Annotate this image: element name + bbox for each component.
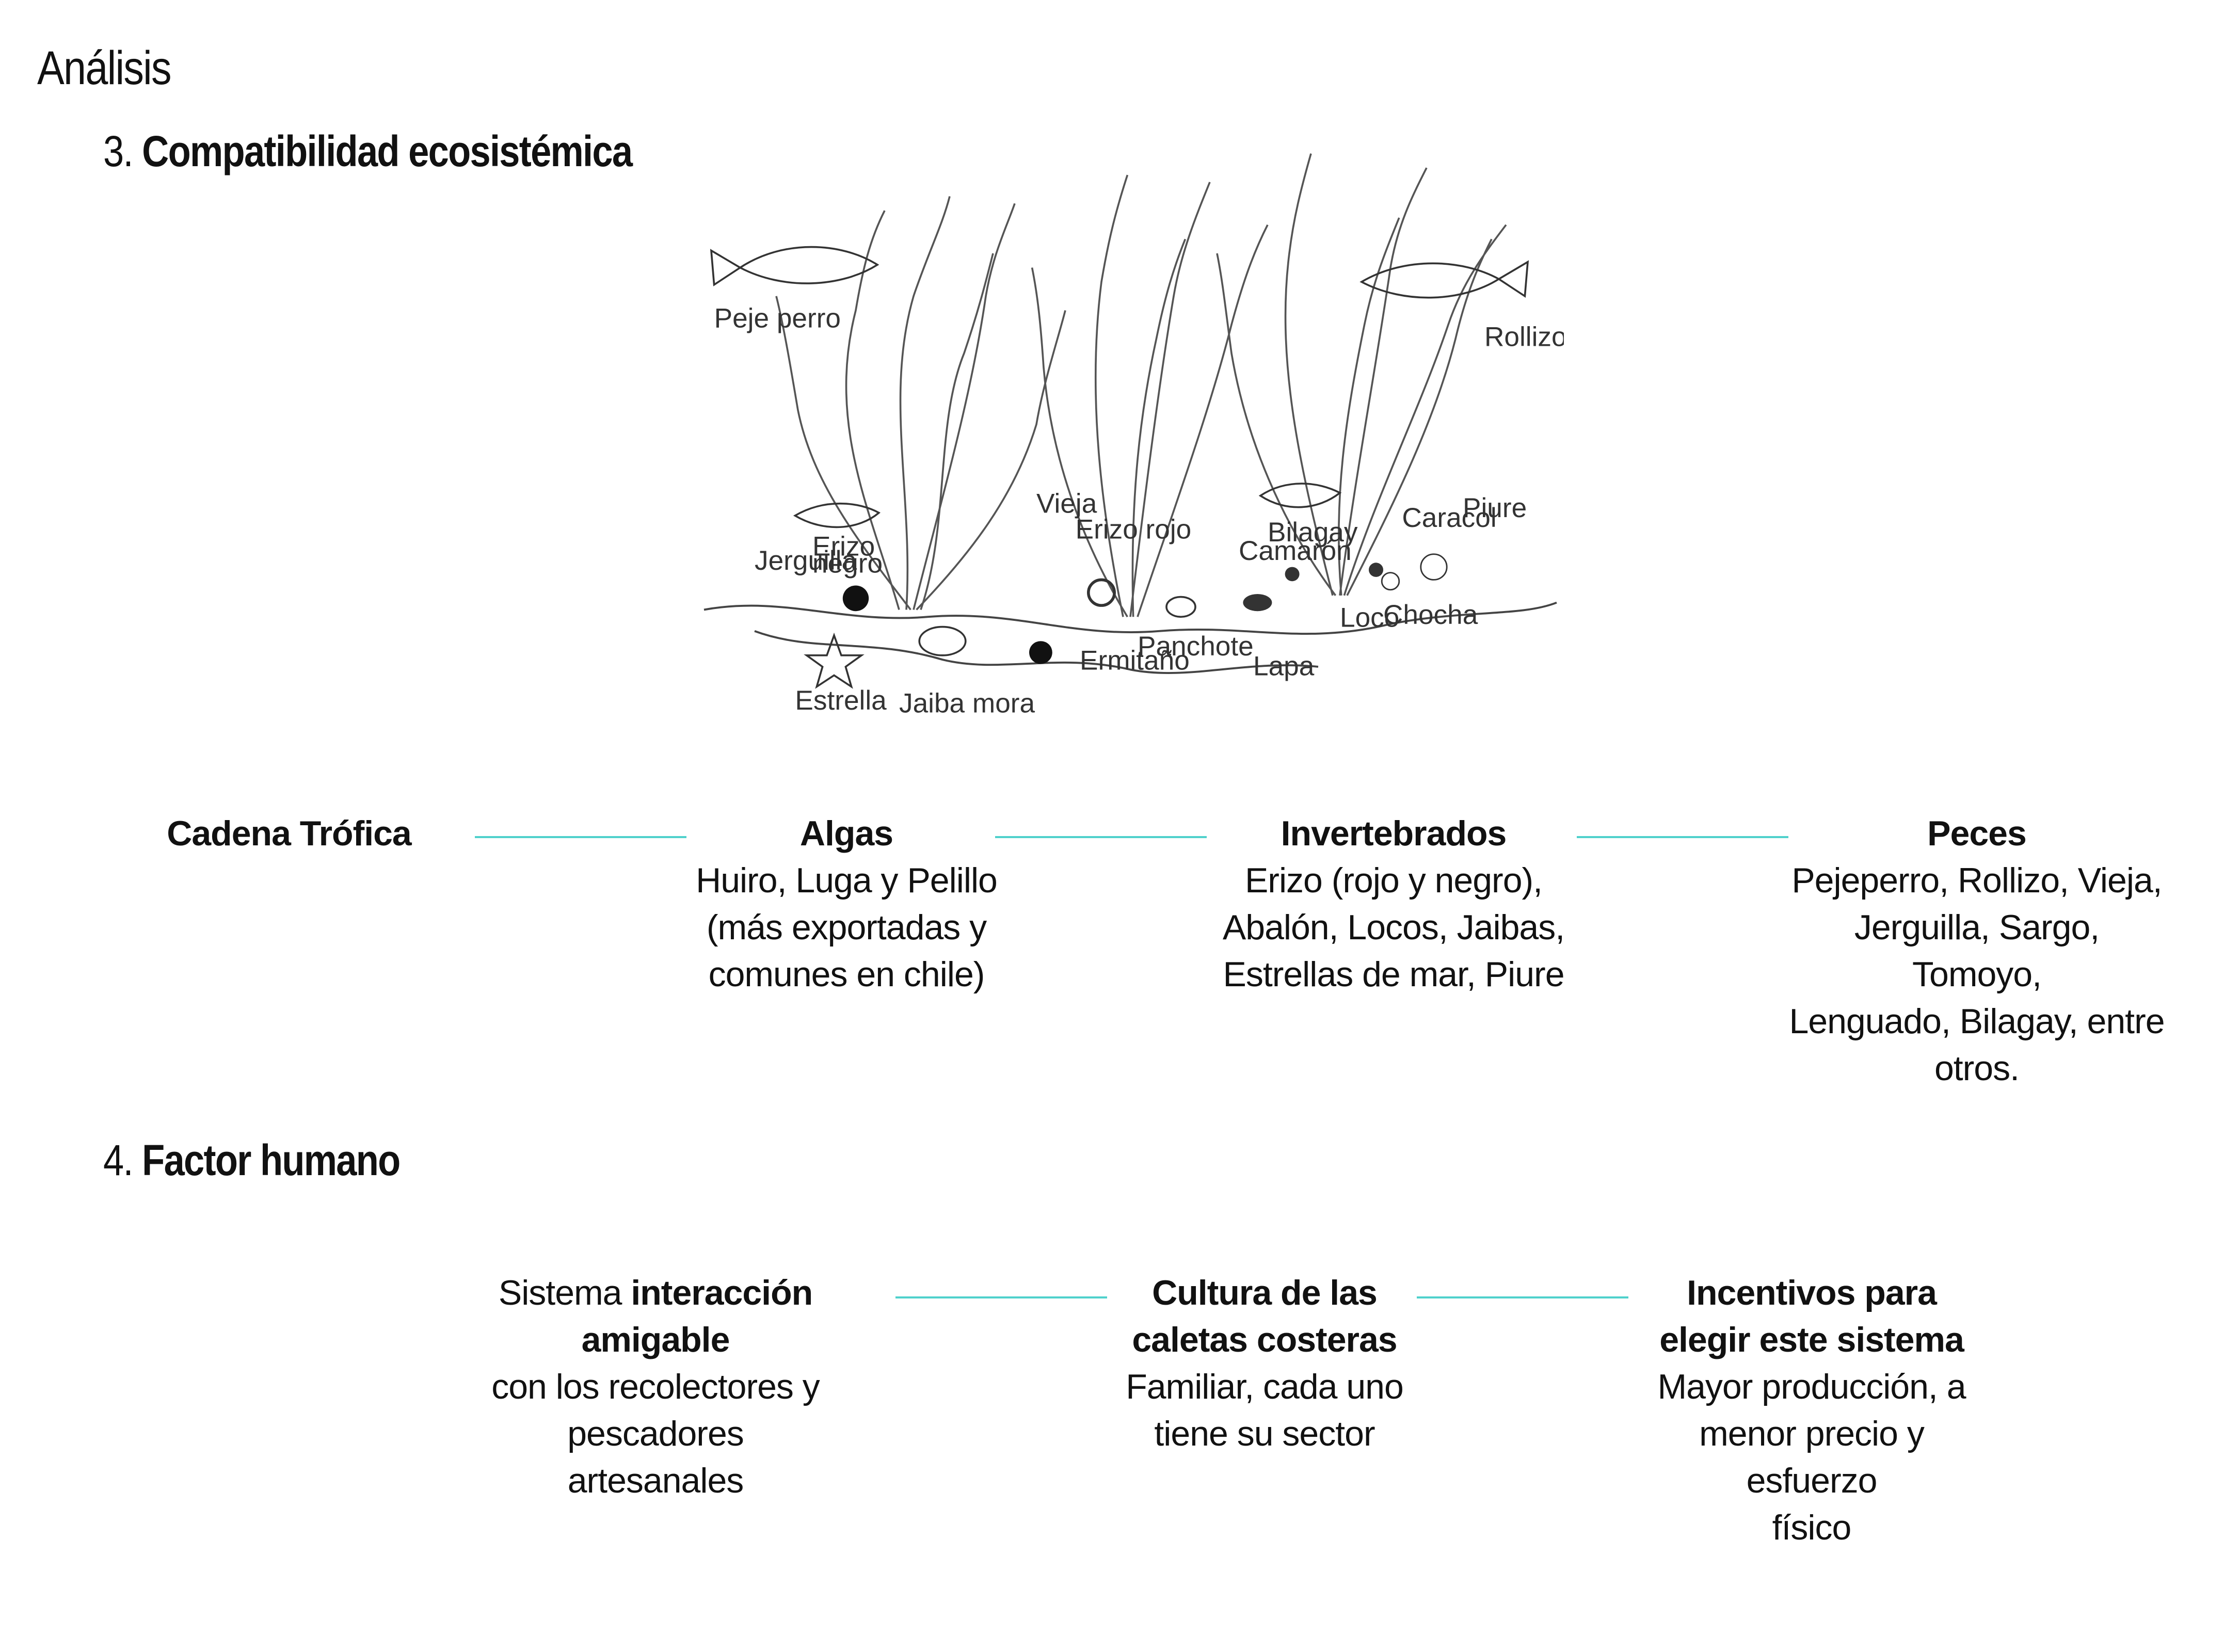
chain-connector-2 <box>995 836 1207 838</box>
kelp-fronds <box>775 153 1507 618</box>
section-3-heading: Compatibilidad ecosistémica <box>142 127 633 175</box>
section-4-title: 4. Factor humano <box>103 1135 401 1185</box>
label-caracol: Caracol <box>1402 503 1496 534</box>
label-jaiba-mora: Jaiba mora <box>899 688 1035 719</box>
section-3-title: 3. Compatibilidad ecosistémica <box>103 126 633 177</box>
chain-node-peces: Peces Pejeperro, Rollizo, Vieja, Jerguil… <box>1789 814 2165 1088</box>
chain-label: Cadena Trófica <box>167 814 412 853</box>
label-camaron: Camarón <box>1239 536 1352 566</box>
label-erizo-rojo: Erizo rojo <box>1076 515 1192 545</box>
sea-urchin-icon <box>842 578 1116 664</box>
human-connector-2 <box>1417 1296 1628 1298</box>
label-vieja: Vieja <box>1036 489 1097 519</box>
label-chocha: Chocha <box>1383 600 1478 630</box>
section-4-number: 4. <box>103 1136 134 1184</box>
label-ermitano: Ermitaño <box>1080 646 1190 676</box>
label-erizo-negro-1: Erizo <box>812 532 875 562</box>
label-erizo-negro-2: negro <box>812 549 883 579</box>
kelp-forest-illustration: Peje perro Rollizo Vieja Erizo rojo Bila… <box>703 153 1564 719</box>
label-panchote: Panchote <box>1138 631 1254 662</box>
human-connector-1 <box>895 1296 1107 1298</box>
crab-icon <box>918 596 1196 656</box>
human-node-cultura: Cultura de las caletas costeras Familiar… <box>1126 1273 1404 1453</box>
label-peje-perro: Peje perro <box>714 303 841 334</box>
snail-icon <box>1243 553 1448 612</box>
label-jerguilla: Jerguilla <box>755 546 857 576</box>
label-bilagay: Bilagay <box>1268 517 1358 548</box>
seafloor-rocks <box>703 601 1557 674</box>
label-piure: Piure <box>1463 493 1527 523</box>
chain-connector-3 <box>1577 836 1788 838</box>
page-label: Análisis <box>37 42 172 94</box>
label-rollizo: Rollizo <box>1484 322 1564 352</box>
chain-node-invertebrados: Invertebrados Erizo (rojo y negro), Abal… <box>1222 814 1565 994</box>
human-node-interaccion: Sistema interacción amigable con los rec… <box>491 1273 820 1500</box>
section-4-heading: Factor humano <box>142 1136 401 1184</box>
human-node-incentivos: Incentivos para elegir este sistema Mayo… <box>1657 1273 1966 1547</box>
chain-node-algas: Algas Huiro, Luga y Pelillo (más exporta… <box>696 814 998 994</box>
label-loco: Loco <box>1340 603 1399 633</box>
label-lapa: Lapa <box>1253 651 1315 682</box>
chain-connector-1 <box>475 836 686 838</box>
fish-icon <box>710 246 1529 528</box>
label-estrella: Estrella <box>795 685 887 716</box>
starfish-icon <box>804 632 865 689</box>
section-3-number: 3. <box>103 127 134 175</box>
